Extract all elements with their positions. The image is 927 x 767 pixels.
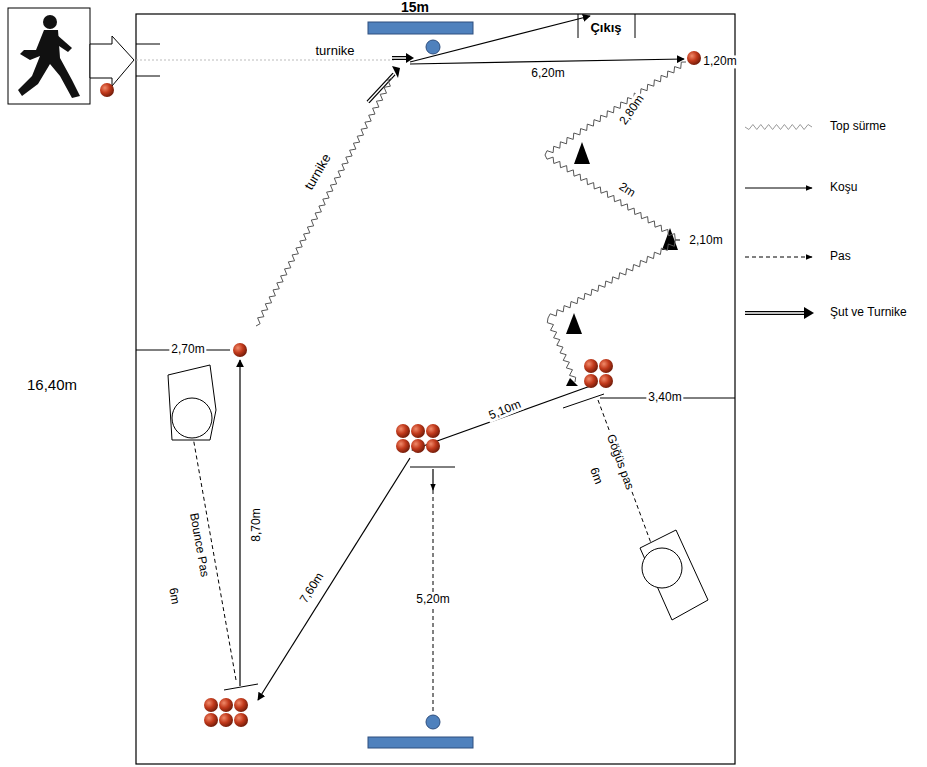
dimension: 8,70m — [250, 506, 263, 543]
dimension: 5,20m — [414, 593, 451, 606]
dribble-line — [545, 62, 686, 382]
dimension: 2m — [615, 179, 640, 201]
backboard — [368, 22, 473, 34]
hoop — [426, 715, 440, 729]
exit-mark — [635, 14, 636, 38]
court-width: 15m — [401, 0, 429, 15]
ball — [204, 698, 218, 712]
ball — [234, 698, 248, 712]
dribble-line — [745, 125, 812, 130]
dribble-lines — [256, 62, 812, 386]
dimension: 2,10m — [687, 234, 724, 247]
dimension: 5,10m — [485, 397, 525, 423]
pass-target — [168, 365, 708, 620]
hoop — [426, 40, 440, 54]
ball — [599, 374, 613, 388]
ball — [584, 359, 598, 373]
entry-arrow — [90, 36, 134, 86]
ball — [204, 713, 218, 727]
dribble-line — [256, 78, 392, 326]
entry-path — [136, 60, 395, 61]
legend-text: Pas — [830, 250, 851, 263]
ball — [426, 424, 440, 438]
ball — [100, 83, 114, 97]
run-arrows — [240, 16, 684, 700]
shot-arrows — [368, 53, 414, 102]
pass-label: Göğüs pas — [603, 431, 637, 494]
ball — [233, 343, 247, 357]
dimension: 2,80m — [616, 91, 648, 129]
dimension: 3,40m — [646, 391, 683, 404]
lay-up-label: turnike — [313, 44, 356, 58]
dimension: 2,70m — [169, 343, 206, 356]
dimension: 1,20m — [701, 55, 738, 68]
ball — [584, 374, 598, 388]
dimension: 7,60m — [297, 569, 328, 608]
legend-text: Top sürme — [830, 120, 886, 133]
ball — [219, 713, 233, 727]
court-length: 16,40m — [27, 377, 77, 394]
legend-text: Koşu — [830, 181, 857, 194]
lay-up-label: turnike — [301, 150, 335, 194]
backboard — [368, 737, 473, 748]
cone — [566, 142, 678, 334]
runner-icon — [8, 8, 90, 104]
ball — [687, 51, 701, 65]
ball — [426, 439, 440, 453]
ball — [234, 713, 248, 727]
exit-label: Çıkış — [590, 21, 621, 35]
ball — [396, 424, 410, 438]
dimension: 6m — [586, 464, 605, 488]
legend-samples — [745, 188, 814, 319]
court-outline — [136, 14, 735, 764]
exit-mark — [578, 14, 579, 38]
legend-text: Şut ve Turnike — [830, 306, 907, 319]
ball — [411, 424, 425, 438]
ball — [599, 359, 613, 373]
dimension-lines — [136, 58, 735, 690]
pass-lines — [190, 400, 658, 714]
dimension: 6,20m — [529, 67, 566, 80]
ball — [396, 439, 410, 453]
ball — [219, 698, 233, 712]
ball — [411, 439, 425, 453]
dimension: 6m — [166, 585, 183, 608]
balls — [100, 51, 701, 727]
